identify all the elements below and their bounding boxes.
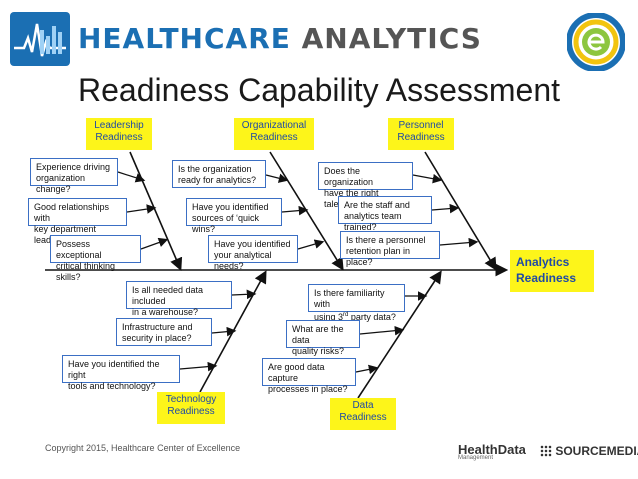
category-data-line1: Data: [352, 400, 374, 411]
question-line: security in place?: [122, 333, 192, 343]
question-text-part: party data?: [348, 312, 396, 322]
question-box: Does the organization have the right tal…: [318, 162, 413, 209]
question-line: Experience driving: [36, 162, 111, 172]
sourcemedia-grid-icon: [540, 445, 552, 457]
question-box: Good relationships with key department l…: [28, 198, 127, 245]
question-line: retention plan in place?: [346, 246, 411, 267]
healthdata-management-logo: HealthData Management: [458, 442, 526, 461]
center-of-excellence-logo-icon: [567, 13, 625, 71]
question-line: Are the staff and: [344, 200, 410, 210]
brand-word-1: HEALTHCARE: [78, 22, 291, 55]
question-box: What are the data quality risks?: [286, 320, 360, 356]
question-line: Is all needed data included: [132, 285, 204, 306]
question-box: Experience driving organization change?: [30, 158, 118, 194]
outcome-line1: Analytics: [516, 255, 570, 269]
question-line: Have you identified the right: [68, 359, 160, 380]
question-line: What are the data: [292, 324, 344, 345]
question-box: Have you identified sources of ‘quick wi…: [186, 198, 282, 234]
question-box: Are good data capture processes in place…: [262, 358, 356, 394]
category-leadership-line2: Readiness: [95, 132, 143, 143]
question-line: have the right talent?: [324, 188, 379, 209]
outcome-line2: Readiness: [516, 271, 577, 285]
category-organizational: Organizational Readiness: [234, 118, 314, 150]
personnel-bone: [424, 151, 497, 271]
sourcemedia-wordmark: SOURCEMEDIA: [555, 444, 638, 458]
question-box: Possess exceptional critical thinking sk…: [50, 235, 141, 282]
category-technology: Technology Readiness: [157, 392, 225, 424]
category-leadership: Leadership Readiness: [86, 118, 152, 150]
question-line: your analytical needs?: [214, 250, 272, 271]
question-line: Does the organization: [324, 166, 374, 187]
question-box: Is the organization ready for analytics?: [172, 160, 266, 188]
question-box: Have you identified your analytical need…: [208, 235, 298, 271]
question-box: Is all needed data included in a warehou…: [126, 281, 232, 317]
question-line: sources of ‘quick wins?: [192, 213, 260, 234]
question-line: Is there a personnel: [346, 235, 426, 245]
question-text-part: using 3: [314, 312, 344, 322]
analytics-readiness-outcome: Analytics Readiness: [510, 250, 594, 292]
category-personnel: Personnel Readiness: [388, 118, 454, 150]
category-organizational-line1: Organizational: [241, 120, 307, 131]
category-technology-line2: Readiness: [167, 406, 215, 417]
heartbeat-icon: [10, 12, 70, 66]
question-line: Is the organization: [178, 164, 252, 174]
brand-wordmark: HEALTHCARE ANALYTICS: [78, 22, 482, 55]
question-box: Infrastructure and security in place?: [116, 318, 212, 346]
question-line: in a warehouse?: [132, 307, 199, 317]
superscript: rd: [343, 312, 349, 318]
brand-word-2: ANALYTICS: [301, 22, 482, 55]
question-line: using 3rd party data?: [314, 310, 399, 323]
question-line: tools and technology?: [68, 381, 156, 391]
question-line: Infrastructure and: [122, 322, 193, 332]
category-personnel-line1: Personnel: [398, 120, 444, 131]
sourcemedia-logo: SOURCEMEDIA: [540, 444, 638, 458]
question-line: Have you identified: [214, 239, 291, 249]
category-organizational-line2: Readiness: [250, 132, 298, 143]
question-line: Is there familiarity with: [314, 288, 385, 309]
page-title: Readiness Capability Assessment: [77, 72, 560, 108]
category-leadership-line1: Leadership: [94, 120, 144, 131]
healthdata-wordmark: HealthData: [458, 442, 526, 457]
question-box: Is there familiarity with using 3rd part…: [308, 284, 405, 322]
healthcare-analytics-logo: HEALTHCARE ANALYTICS: [10, 12, 481, 66]
question-line: ready for analytics?: [178, 175, 257, 185]
question-line: organization change?: [36, 173, 86, 194]
question-line: Possess exceptional: [56, 239, 102, 260]
question-box: Is there a personnel retention plan in p…: [340, 231, 440, 267]
question-box: Have you identified the right tools and …: [62, 355, 180, 391]
question-line: critical thinking skills?: [56, 261, 116, 282]
question-line: analytics team trained?: [344, 211, 402, 232]
healthdata-subtitle: Management: [458, 455, 494, 461]
category-data-line2: Readiness: [339, 412, 387, 423]
question-line: processes in place?: [268, 384, 348, 394]
category-personnel-line2: Readiness: [397, 132, 445, 143]
question-line: quality risks?: [292, 346, 345, 356]
question-line: Good relationships with: [34, 202, 110, 223]
copyright-text: Copyright 2015, Healthcare Center of Exc…: [45, 443, 241, 453]
question-line: Have you identified: [192, 202, 269, 212]
category-technology-line1: Technology: [165, 394, 217, 405]
category-data: Data Readiness: [330, 398, 396, 430]
question-box: Are the staff and analytics team trained…: [338, 196, 432, 232]
question-line: Are good data capture: [268, 362, 325, 383]
